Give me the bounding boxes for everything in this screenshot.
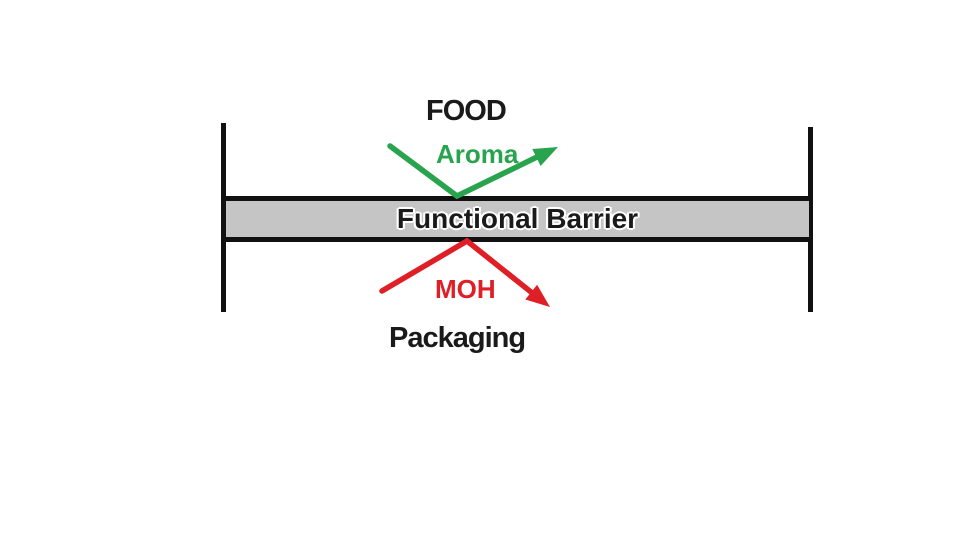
aroma-label: Aroma — [436, 139, 519, 169]
moh-label: MOH — [435, 274, 496, 304]
food-label: FOOD — [426, 95, 507, 127]
functional-barrier-bar: Functional Barrier — [226, 196, 809, 242]
right-wall-line — [808, 127, 813, 312]
left-wall-line — [221, 123, 226, 312]
moh-arrowhead-icon — [525, 284, 550, 307]
functional-barrier-label: Functional Barrier — [396, 203, 639, 234]
aroma-arrowhead-icon — [532, 147, 558, 166]
packaging-label: Packaging — [389, 322, 526, 354]
